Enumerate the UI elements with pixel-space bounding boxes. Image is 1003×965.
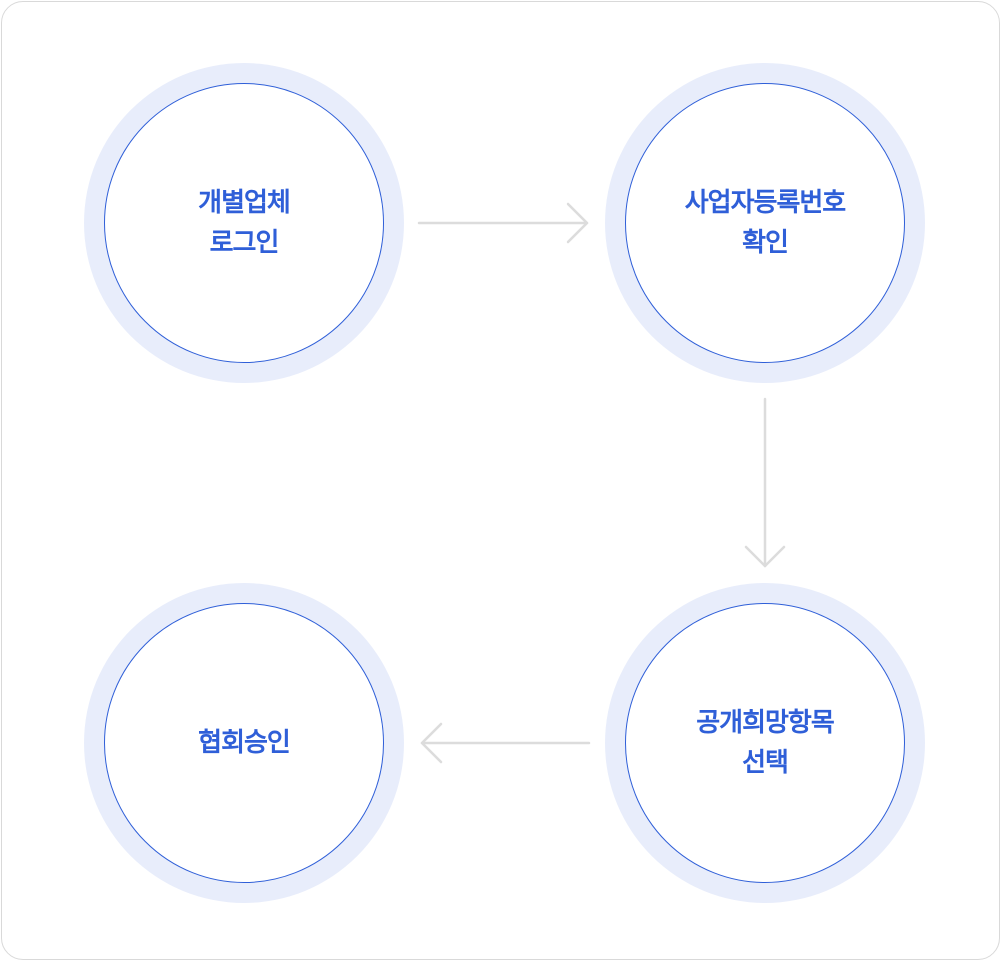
step-label-line: 로그인 bbox=[209, 228, 280, 258]
arrow-down-icon bbox=[744, 397, 786, 568]
step-label-line: 선택 bbox=[742, 748, 789, 778]
step-label-line: 확인 bbox=[742, 228, 789, 258]
step-circle-company-login: 개별업체 로그인 bbox=[84, 63, 404, 383]
step-label-line: 공개희망항목 bbox=[696, 708, 835, 738]
step-circle-inner: 공개희망항목 선택 bbox=[625, 603, 905, 883]
step-circle-inner: 개별업체 로그인 bbox=[104, 83, 384, 363]
arrow-right-icon bbox=[417, 202, 589, 244]
step-circle-association-approval: 협회승인 bbox=[84, 583, 404, 903]
step-circle-business-number-check: 사업자등록번호 확인 bbox=[605, 63, 925, 383]
step-circle-inner: 협회승인 bbox=[104, 603, 384, 883]
arrow-left-icon bbox=[420, 722, 591, 764]
step-label-line: 개별업체 bbox=[198, 188, 291, 218]
step-label-line: 협회승인 bbox=[198, 728, 291, 758]
step-circle-select-public-items: 공개희망항목 선택 bbox=[605, 583, 925, 903]
step-circle-inner: 사업자등록번호 확인 bbox=[625, 83, 905, 363]
step-label-line: 사업자등록번호 bbox=[684, 188, 846, 218]
